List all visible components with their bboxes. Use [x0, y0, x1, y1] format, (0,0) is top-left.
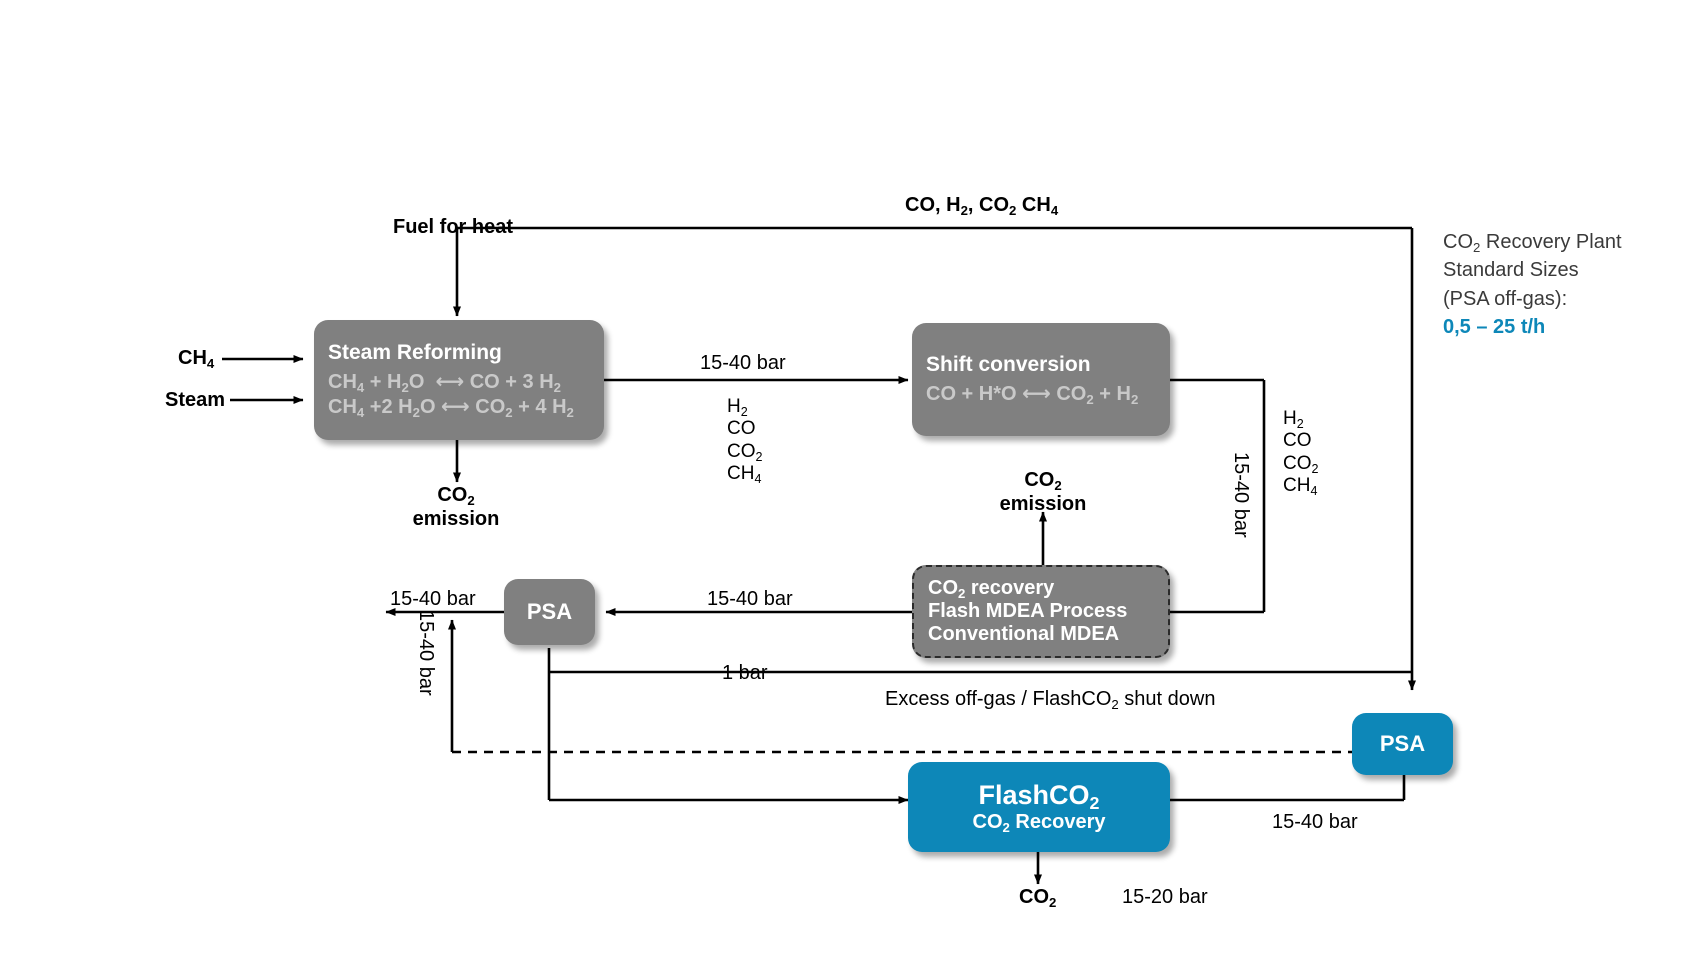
flashco2-title: FlashCO2	[978, 780, 1100, 814]
label-pressure-to-psa: 15-40 bar	[707, 588, 793, 610]
side-note-line-2: Standard Sizes	[1443, 259, 1579, 282]
steam-reforming-equation-1: CH4 + H2O ⟷ CO + 3 H2	[328, 371, 561, 395]
node-psa-right[interactable]: PSA	[1352, 713, 1453, 775]
steam-reforming-title: Steam Reforming	[328, 341, 502, 364]
label-pressure-co2-product: 15-20 bar	[1122, 886, 1208, 908]
node-shift-conversion[interactable]: Shift conversion CO + H*O ⟷ CO2 + H2	[912, 323, 1170, 436]
node-flashco2[interactable]: FlashCO2 CO2 Recovery	[908, 762, 1170, 852]
label-pressure-offgas-1bar: 1 bar	[722, 662, 768, 684]
side-note-size-range: 0,5 – 25 t/h	[1443, 316, 1546, 339]
flashco2-subtitle: CO2 Recovery	[972, 811, 1106, 835]
co2-recovery-line-3: Conventional MDEA	[928, 623, 1120, 645]
psa-left-label: PSA	[526, 599, 573, 624]
shift-conversion-equation: CO + H*O ⟷ CO2 + H2	[926, 383, 1139, 407]
side-note-line-3: (PSA off-gas):	[1443, 287, 1568, 310]
label-top-recycle: CO, H2, CO2 CH4	[905, 194, 1059, 218]
node-psa-left[interactable]: PSA	[504, 579, 595, 645]
psa-right-label: PSA	[1379, 731, 1426, 756]
label-fuel-for-heat: Fuel for heat	[393, 216, 514, 238]
label-excess-offgas: Excess off-gas / FlashCO2 shut down	[885, 688, 1216, 712]
co2-recovery-line-1: CO2 recovery	[928, 577, 1055, 601]
label-feed-ch4: CH4	[178, 347, 215, 371]
co2-recovery-line-2: Flash MDEA Process	[928, 600, 1128, 622]
node-steam-reforming[interactable]: Steam Reforming CH4 + H2O ⟷ CO + 3 H2 CH…	[314, 320, 604, 440]
label-pressure-psa-product: 15-40 bar	[390, 588, 476, 610]
label-pressure-psa-offgas: 15-40 bar	[415, 610, 437, 696]
label-product-co2: CO2	[1019, 886, 1057, 910]
side-note-co2-recovery-sizes: CO2 Recovery Plant Standard Sizes (PSA o…	[1443, 228, 1622, 342]
label-feed-steam: Steam	[165, 389, 226, 411]
label-pressure-reformer-out: 15-40 bar	[700, 352, 786, 374]
shift-conversion-title: Shift conversion	[926, 353, 1091, 376]
label-pressure-flash-out: 15-40 bar	[1272, 811, 1358, 833]
steam-reforming-equation-2: CH4 +2 H2O ⟷ CO2 + 4 H2	[328, 396, 574, 420]
label-pressure-shift-out: 15-40 bar	[1230, 452, 1252, 538]
side-note-line-1: CO2 Recovery Plant	[1443, 231, 1622, 255]
node-co2-recovery[interactable]: CO2 recovery Flash MDEA Process Conventi…	[912, 565, 1170, 658]
